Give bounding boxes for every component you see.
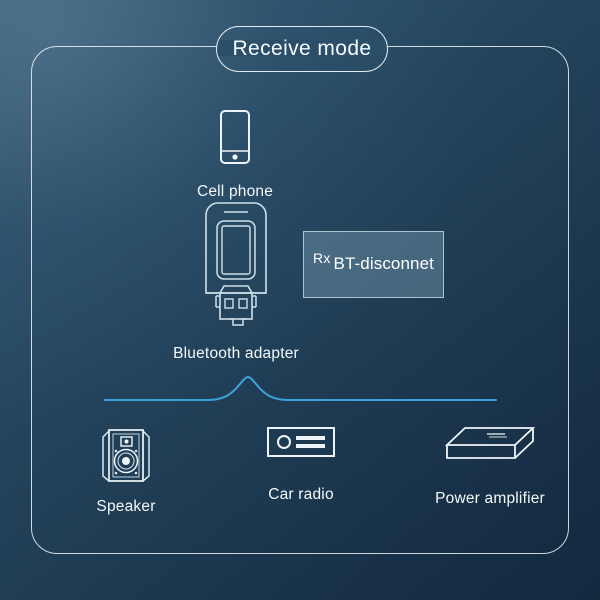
node-cell-phone: Cell phone: [163, 108, 307, 201]
title-frame-gap-mask: [216, 40, 388, 56]
status-mode-label: Rx: [313, 249, 331, 266]
node-speaker: Speaker: [66, 424, 186, 516]
node-bluetooth-adapter: Bluetooth adapter: [146, 197, 326, 363]
cell-phone-icon: [212, 108, 258, 170]
node-car-radio: Car radio: [241, 424, 361, 504]
node-label-power-amplifier: Power amplifier: [435, 490, 545, 507]
page-title: Receive mode: [232, 37, 372, 60]
status-badge-rx: Rx BT-disconnet: [303, 231, 444, 298]
usb-bluetooth-adapter-icon: [196, 197, 276, 334]
power-amplifier-icon: [443, 424, 537, 468]
node-label-speaker: Speaker: [96, 498, 156, 515]
status-text: BT-disconnet: [333, 253, 434, 273]
speaker-icon: [97, 424, 155, 486]
title-pill: Receive mode: [216, 26, 388, 72]
signal-divider-line: [103, 375, 498, 402]
node-power-amplifier: Power amplifier: [410, 424, 570, 508]
node-label-cell-phone: Cell phone: [196, 183, 274, 200]
node-label-bluetooth-adapter: Bluetooth adapter: [173, 345, 299, 362]
car-radio-icon: [266, 424, 336, 460]
node-label-car-radio: Car radio: [268, 486, 334, 503]
